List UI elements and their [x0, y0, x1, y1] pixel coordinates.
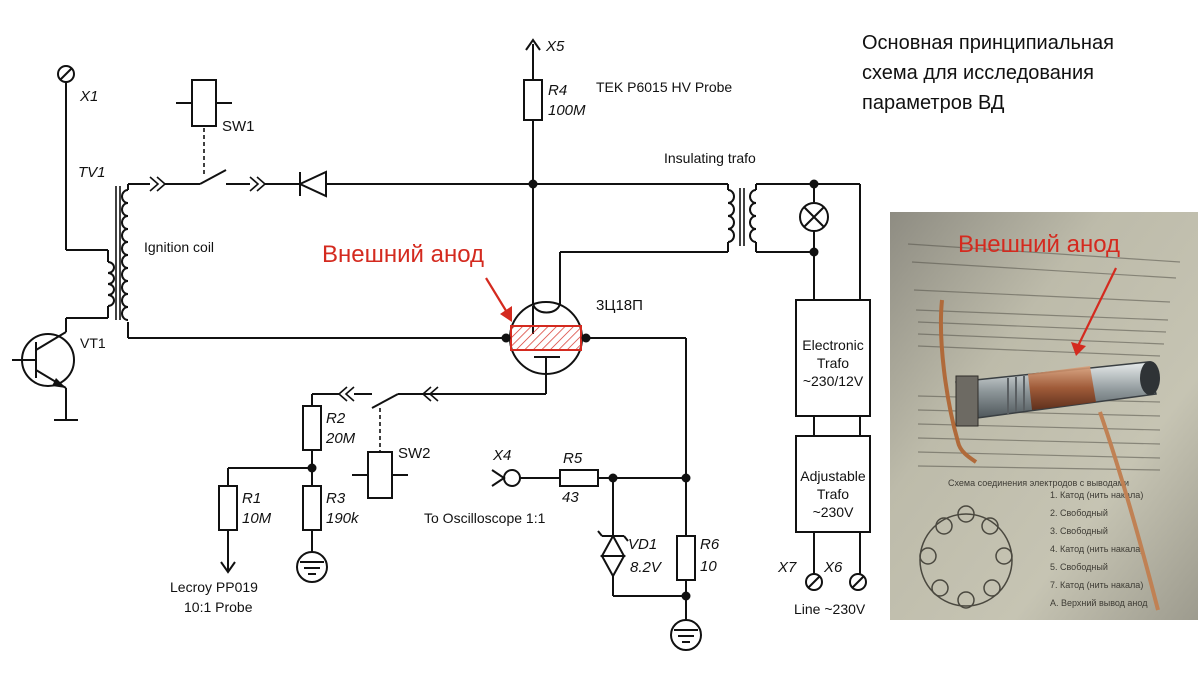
electronic-trafo-line-1: Electronic — [802, 337, 863, 353]
line-label: Line ~230V — [794, 601, 866, 617]
r4-hv-probe: X5 R4 100M TEK P6015 HV Probe — [523, 38, 732, 334]
external-anode-callout: Внешний анод — [322, 241, 512, 322]
sw1-relay: SW1 — [176, 79, 255, 176]
svg-text:1. Катод (нить накала): 1. Катод (нить накала) — [1050, 490, 1143, 500]
adjustable-trafo-line-2: Trafo — [817, 486, 849, 502]
sw1-label: SW1 — [222, 118, 255, 135]
vt1-label: VT1 — [80, 335, 106, 351]
r5-label: R5 — [563, 450, 583, 467]
r3-value: 190k — [326, 510, 360, 527]
r1-label: R1 — [242, 490, 261, 507]
oscilloscope-input: X4 To Oscilloscope 1:1 — [424, 447, 560, 526]
x1-terminal: X1 — [57, 65, 98, 105]
electronic-trafo-line-2: Trafo — [817, 355, 849, 371]
x1-label: X1 — [79, 88, 98, 105]
x6-label: X6 — [823, 559, 843, 576]
x4-label: X4 — [492, 447, 511, 464]
ignition-coil-label: Ignition coil — [144, 239, 214, 255]
tv1-label: TV1 — [78, 164, 106, 181]
r6-value: 10 — [700, 558, 717, 575]
ground-r6 — [670, 619, 702, 651]
r2-r3-divider: R2 20M R3 190k — [228, 405, 360, 552]
tube-photo: Схема соединения электродов с выводами 1… — [890, 212, 1198, 620]
sw2-label: SW2 — [398, 445, 431, 462]
r6-label: R6 — [700, 536, 720, 553]
svg-text:4. Катод (нить накала): 4. Катод (нить накала) — [1050, 544, 1143, 554]
r5-resistor: R5 43 — [559, 450, 691, 506]
tube-3c18p: 3Ц18П — [501, 297, 687, 476]
ground-r3 — [296, 551, 328, 583]
photo-caption: Схема соединения электродов с выводами — [948, 478, 1129, 488]
external-anode-band — [510, 325, 582, 351]
photo-legend: 1. Катод (нить накала) 2. Свободный 3. С… — [1050, 490, 1148, 608]
photo-external-anode-label: Внешний анод — [958, 231, 1120, 258]
adjustable-trafo: Adjustable Trafo ~230V — [795, 435, 871, 574]
tube-label: 3Ц18П — [596, 297, 643, 314]
r1-lecroy-probe: R1 10M Lecroy PP019 10:1 Probe — [170, 468, 272, 615]
photo-tube — [955, 361, 1160, 427]
lecroy-label-2: 10:1 Probe — [184, 599, 253, 615]
svg-text:7. Катод (нить накала): 7. Катод (нить накала) — [1050, 580, 1143, 590]
secondary-wiring — [127, 169, 533, 339]
r2-label: R2 — [326, 410, 346, 427]
x5-label: X5 — [545, 38, 565, 55]
r3-label: R3 — [326, 490, 346, 507]
r5-value: 43 — [562, 489, 579, 506]
photo-pinout — [919, 505, 1013, 609]
tv1-transformer: TV1 Ignition coil — [78, 164, 214, 321]
hv-probe-label: TEK P6015 HV Probe — [596, 79, 732, 95]
x7-terminal — [805, 573, 823, 591]
diagram-title: Основная принципиальная схема для исслед… — [862, 32, 1114, 114]
lecroy-label-1: Lecroy PP019 — [170, 579, 258, 595]
vd1-label: VD1 — [628, 536, 657, 553]
r1-value: 10M — [242, 510, 272, 527]
vd1-value: 8.2V — [630, 559, 663, 576]
x6-terminal — [849, 573, 867, 591]
vd1-zener: VD1 8.2V — [597, 478, 663, 596]
svg-text:А. Верхний вывод анод: А. Верхний вывод анод — [1050, 598, 1148, 608]
title-line-1: Основная принципиальная — [862, 32, 1114, 54]
x7-label: X7 — [777, 559, 797, 576]
line-terminals: X7 X6 Line ~230V — [777, 559, 867, 617]
electronic-trafo: Electronic Trafo ~230/12V — [795, 184, 871, 436]
svg-text:3. Свободный: 3. Свободный — [1050, 526, 1108, 536]
insulating-trafo-label: Insulating trafo — [664, 150, 756, 166]
r4-label: R4 — [548, 82, 567, 99]
title-line-3: параметров ВД — [862, 92, 1005, 114]
vt1-transistor: VT1 — [12, 331, 106, 389]
cathode-wiring — [311, 386, 546, 409]
r4-value: 100M — [548, 102, 586, 119]
adjustable-trafo-line-1: Adjustable — [800, 468, 866, 484]
sw2-relay: SW2 — [352, 408, 431, 499]
electronic-trafo-line-3: ~230/12V — [803, 373, 864, 389]
primary-wiring — [54, 82, 109, 421]
r6-resistor: R6 10 — [613, 478, 720, 620]
oscilloscope-label: To Oscilloscope 1:1 — [424, 510, 546, 526]
adjustable-trafo-line-3: ~230V — [813, 504, 855, 520]
external-anode-label: Внешний анод — [322, 241, 484, 268]
title-line-2: схема для исследования — [862, 62, 1094, 84]
svg-text:2. Свободный: 2. Свободный — [1050, 508, 1108, 518]
svg-text:5. Свободный: 5. Свободный — [1050, 562, 1108, 572]
indicator-lamp — [799, 179, 829, 300]
r2-value: 20M — [325, 430, 356, 447]
